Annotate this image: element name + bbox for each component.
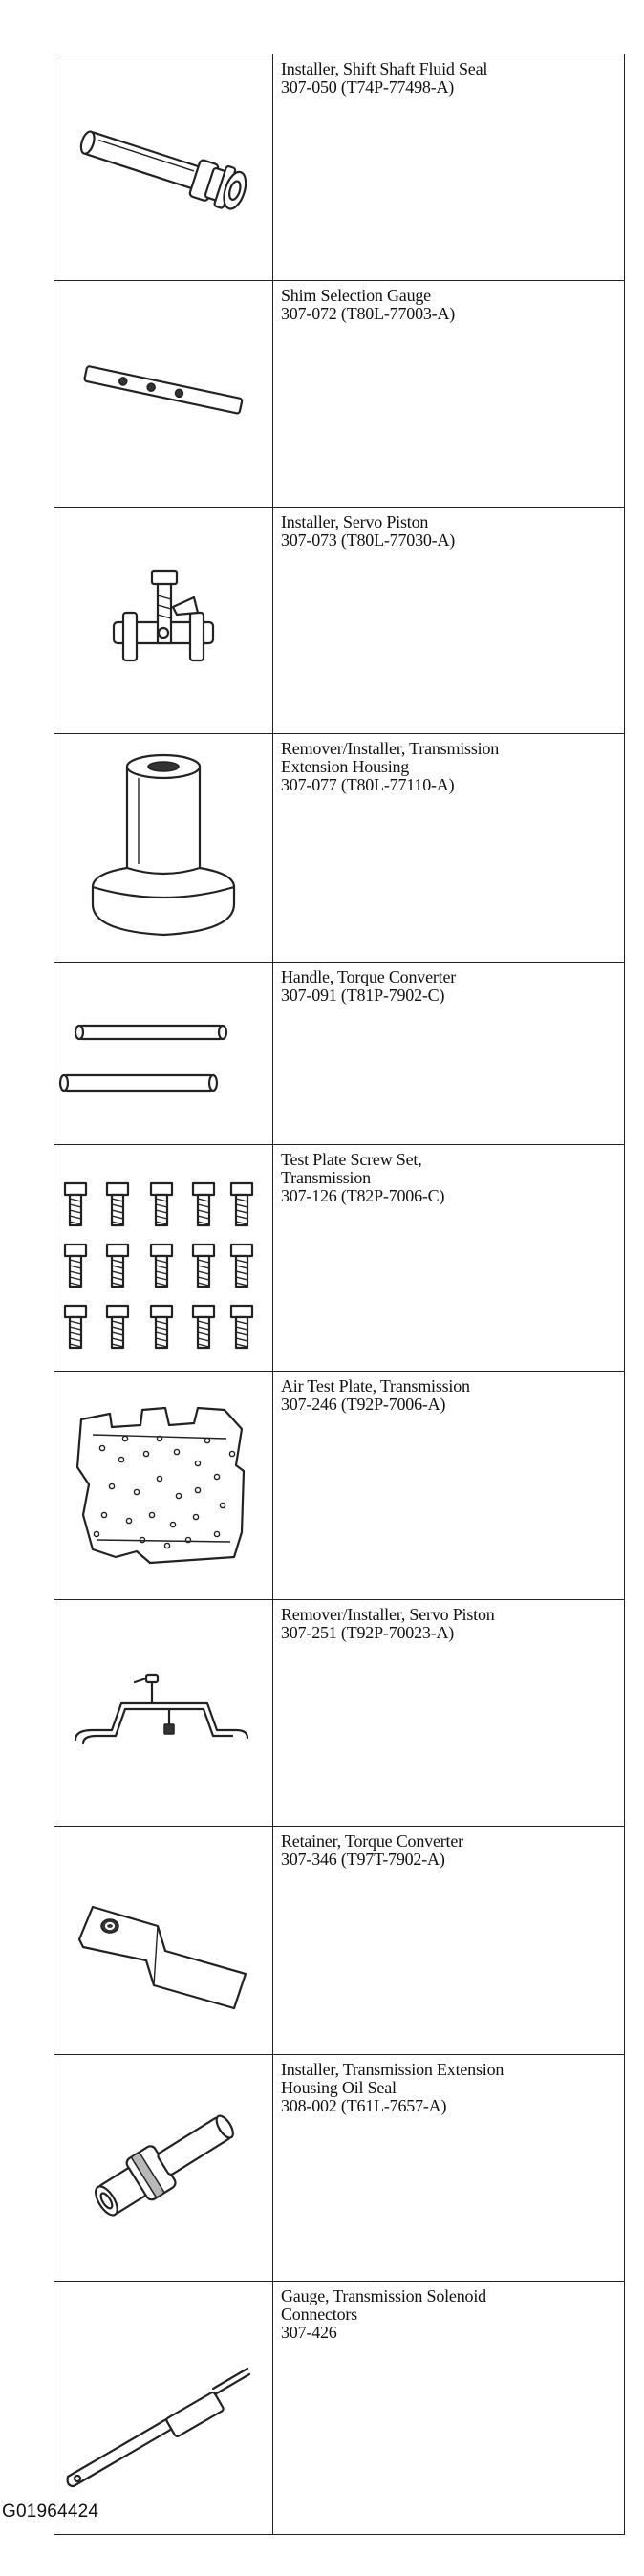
tool-number: 307-050 (T74P-77498-A) xyxy=(281,77,455,97)
tool-row: Shim Selection Gauge 307-072 (T80L-77003… xyxy=(54,280,625,508)
tool-description: Test Plate Screw Set, xyxy=(281,1150,422,1169)
tool-number: 307-077 (T80L-77110-A) xyxy=(281,775,455,794)
tool-image-cell xyxy=(54,1826,273,2055)
tool-description: Housing Oil Seal xyxy=(281,2078,397,2097)
tool-text-cell: Installer, Servo Piston 307-073 (T80L-77… xyxy=(272,507,625,734)
test-plate-screw-set-icon xyxy=(63,1181,254,1350)
tool-description: Air Test Plate, Transmission xyxy=(281,1376,470,1396)
tool-description: Handle, Torque Converter xyxy=(281,967,457,986)
tool-image-cell xyxy=(54,1599,273,1827)
tool-image-cell xyxy=(54,2054,273,2282)
tool-description: Extension Housing xyxy=(281,757,410,776)
tool-text-cell: Remover/Installer, Transmission Extensio… xyxy=(272,733,625,963)
tool-text-cell: Test Plate Screw Set, Transmission 307-1… xyxy=(272,1144,625,1372)
tool-image-cell xyxy=(54,733,273,963)
tool-row: Gauge, Transmission Solenoid Connectors … xyxy=(54,2281,625,2535)
tool-image-cell xyxy=(54,1144,273,1372)
special-tools-table: Installer, Shift Shaft Fluid Seal 307-05… xyxy=(54,54,625,2535)
tool-text-cell: Installer, Transmission Extension Housin… xyxy=(272,2054,625,2282)
tool-text-cell: Handle, Torque Converter 307-091 (T81P-7… xyxy=(272,962,625,1145)
tool-text-cell: Installer, Shift Shaft Fluid Seal 307-05… xyxy=(272,54,625,281)
tool-description: Installer, Servo Piston xyxy=(281,512,429,531)
tool-row: Air Test Plate, Transmission 307-246 (T9… xyxy=(54,1371,625,1600)
tool-number: 307-346 (T97T-7902-A) xyxy=(281,1850,445,1869)
shim-selection-gauge-icon xyxy=(83,365,244,415)
torque-converter-handle-icon xyxy=(58,1024,228,1093)
tool-row: Handle, Torque Converter 307-091 (T81P-7… xyxy=(54,962,625,1145)
tool-row: Test Plate Screw Set, Transmission 307-1… xyxy=(54,1144,625,1372)
tool-image-cell xyxy=(54,1371,273,1600)
tool-description: Remover/Installer, Transmission xyxy=(281,739,500,758)
tool-image-cell xyxy=(54,280,273,508)
solenoid-connector-gauge-icon xyxy=(66,2367,251,2488)
servo-piston-installer-icon xyxy=(112,569,215,662)
tool-row: Remover/Installer, Transmission Extensio… xyxy=(54,733,625,963)
tool-number: 307-426 xyxy=(281,2323,337,2342)
tool-number: 307-091 (T81P-7902-C) xyxy=(281,985,445,1005)
tool-image-cell xyxy=(54,54,273,281)
servo-piston-remover-icon xyxy=(74,1673,249,1745)
tool-description: Remover/Installer, Servo Piston xyxy=(281,1605,495,1624)
tool-row: Installer, Shift Shaft Fluid Seal 307-05… xyxy=(54,54,625,281)
tool-text-cell: Air Test Plate, Transmission 307-246 (T9… xyxy=(272,1371,625,1600)
extension-housing-remover-icon xyxy=(91,753,236,937)
tool-description: Installer, Transmission Extension xyxy=(281,2060,504,2079)
tool-image-cell xyxy=(54,962,273,1145)
tool-description: Transmission xyxy=(281,1168,371,1187)
tool-number: 307-072 (T80L-77003-A) xyxy=(281,304,456,323)
tool-description: Shim Selection Gauge xyxy=(281,286,431,305)
torque-converter-retainer-icon xyxy=(77,1905,247,2010)
tool-text-cell: Retainer, Torque Converter 307-346 (T97T… xyxy=(272,1826,625,2055)
air-test-plate-icon xyxy=(75,1406,246,1565)
tool-text-cell: Gauge, Transmission Solenoid Connectors … xyxy=(272,2281,625,2535)
tool-number: 307-126 (T82P-7006-C) xyxy=(281,1186,445,1205)
tool-description: Connectors xyxy=(281,2305,357,2324)
tool-description: Installer, Shift Shaft Fluid Seal xyxy=(281,59,488,78)
tool-number: 307-251 (T92P-70023-A) xyxy=(281,1623,455,1642)
tool-text-cell: Remover/Installer, Servo Piston 307-251 … xyxy=(272,1599,625,1827)
tool-image-cell xyxy=(54,2281,273,2535)
tool-number: 308-002 (T61L-7657-A) xyxy=(281,2096,447,2115)
tool-number: 307-246 (T92P-7006-A) xyxy=(281,1395,446,1414)
tool-row: Retainer, Torque Converter 307-346 (T97T… xyxy=(54,1826,625,2055)
tool-row: Remover/Installer, Servo Piston 307-251 … xyxy=(54,1599,625,1827)
tool-image-cell xyxy=(54,507,273,734)
tool-text-cell: Shim Selection Gauge 307-072 (T80L-77003… xyxy=(272,280,625,508)
figure-id: G01964424 xyxy=(2,2501,99,2522)
tool-description: Retainer, Torque Converter xyxy=(281,1831,463,1851)
tool-description: Gauge, Transmission Solenoid xyxy=(281,2286,486,2305)
extension-housing-seal-installer-icon xyxy=(95,2114,234,2217)
tool-number: 307-073 (T80L-77030-A) xyxy=(281,530,456,550)
tool-row: Installer, Servo Piston 307-073 (T80L-77… xyxy=(54,507,625,734)
tool-row: Installer, Transmission Extension Housin… xyxy=(54,2054,625,2282)
shift-shaft-seal-installer-icon xyxy=(79,130,247,210)
